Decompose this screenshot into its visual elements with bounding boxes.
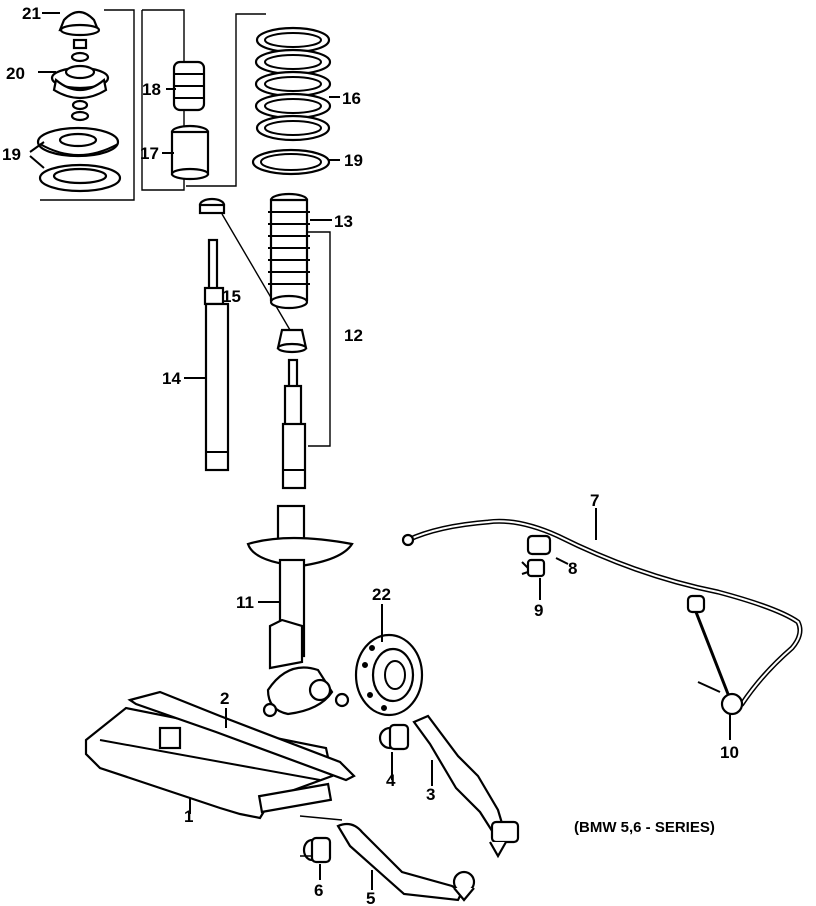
label-part-13: 13 bbox=[334, 212, 353, 231]
jounce-bumper bbox=[276, 328, 308, 354]
label-part-11: 11 bbox=[236, 593, 254, 612]
washer-lower bbox=[70, 110, 90, 122]
label-part-19-right: 19 bbox=[344, 151, 363, 170]
series-caption: (BMW 5,6 - SERIES) bbox=[574, 819, 715, 836]
strut-mount bbox=[50, 64, 110, 111]
control-arm-bushing bbox=[378, 723, 410, 751]
strut-mount-nut bbox=[58, 10, 101, 37]
stabilizer-bar bbox=[401, 518, 803, 714]
label-part-7: 7 bbox=[590, 491, 599, 510]
lower-arm bbox=[336, 822, 476, 902]
coil-spring bbox=[254, 26, 332, 142]
washer-small bbox=[70, 38, 90, 63]
strut-housing bbox=[246, 504, 354, 718]
top-cap bbox=[198, 197, 226, 215]
spring-pad-upper bbox=[36, 126, 120, 158]
label-part-9: 9 bbox=[534, 601, 543, 620]
stabilizer-bushing bbox=[526, 534, 552, 556]
label-part-5: 5 bbox=[366, 889, 375, 906]
label-part-3: 3 bbox=[426, 785, 435, 804]
label-part-20: 20 bbox=[6, 64, 25, 83]
label-part-14: 14 bbox=[162, 369, 181, 388]
front-subframe bbox=[84, 706, 334, 820]
control-arm bbox=[412, 714, 520, 859]
dust-cover-upper bbox=[170, 124, 210, 181]
label-part-4: 4 bbox=[386, 771, 396, 790]
bump-stop bbox=[172, 60, 206, 112]
shock-absorber bbox=[203, 238, 230, 472]
label-part-8: 8 bbox=[568, 559, 577, 578]
label-part-21: 21 bbox=[22, 4, 41, 23]
label-part-2: 2 bbox=[220, 689, 229, 708]
stabilizer-bracket bbox=[521, 558, 546, 578]
spring-pad-ring bbox=[251, 148, 331, 176]
label-part-22: 22 bbox=[372, 585, 391, 604]
stabilizer-link bbox=[686, 594, 744, 716]
label-part-16: 16 bbox=[342, 89, 361, 108]
label-part-12: 12 bbox=[344, 326, 363, 345]
label-part-17: 17 bbox=[140, 144, 159, 163]
label-part-10: 10 bbox=[720, 743, 739, 762]
dust-boot bbox=[268, 192, 310, 310]
spring-pad-lower bbox=[38, 163, 122, 193]
label-part-1: 1 bbox=[184, 807, 193, 826]
label-part-6: 6 bbox=[314, 881, 323, 900]
label-part-15: 15 bbox=[222, 287, 241, 306]
label-part-19-left: 19 bbox=[2, 145, 21, 164]
strut-cartridge bbox=[281, 358, 307, 490]
wheel-hub bbox=[354, 633, 424, 717]
label-part-18: 18 bbox=[142, 80, 161, 99]
lower-arm-bushing bbox=[302, 836, 332, 864]
strut-brace bbox=[127, 690, 356, 782]
